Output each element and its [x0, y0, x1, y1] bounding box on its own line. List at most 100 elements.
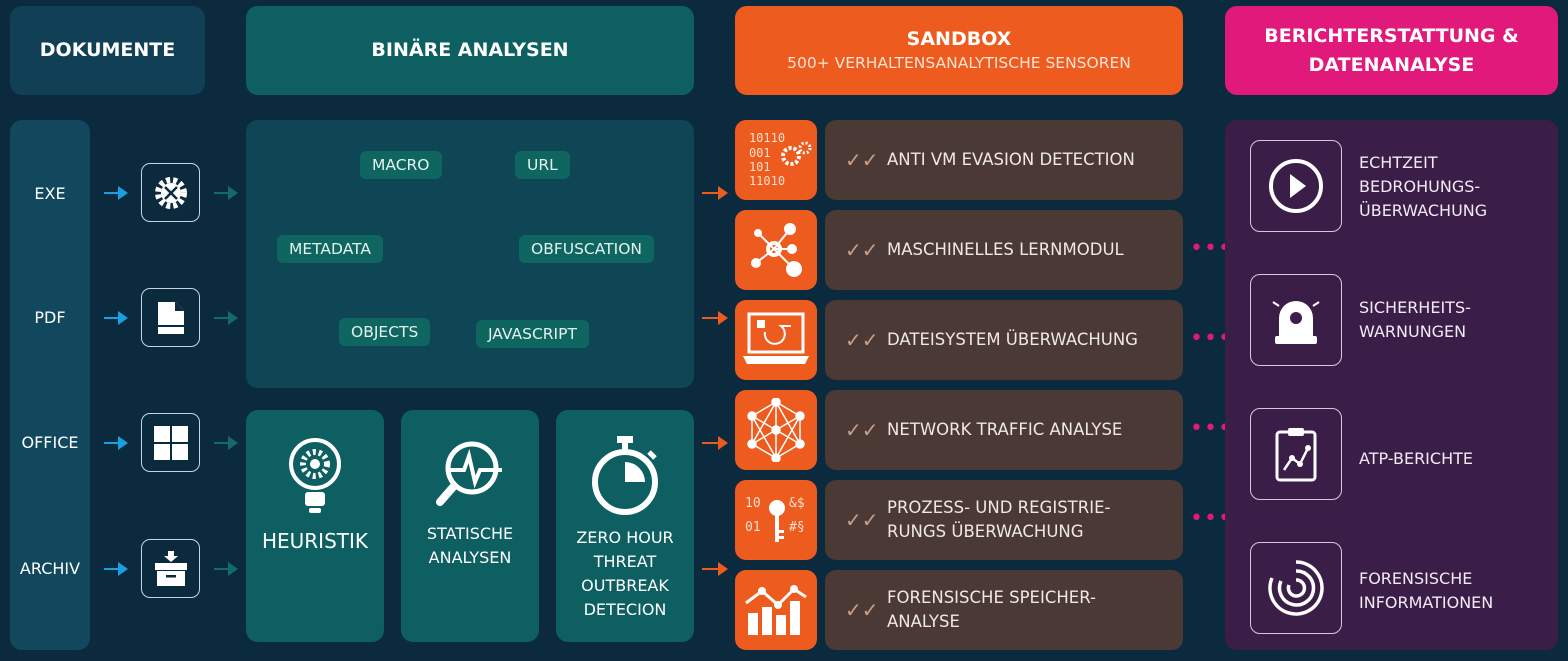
binary-text: 10110 — [748, 131, 786, 146]
reporting-panel — [1225, 120, 1558, 650]
row-label: DATEISYSTEM ÜBERWACHUNG — [887, 330, 1138, 350]
doc-label-archiv: ARCHIV — [19, 559, 81, 578]
row-label: RUNGS ÜBERWACHUNG — [887, 522, 1084, 541]
registry-text: 10 — [745, 496, 761, 511]
registry-text: 01 — [745, 520, 761, 535]
laptop-filesystem-icon — [735, 300, 817, 380]
card-label: ZERO HOUR — [576, 528, 674, 547]
alarm-bell-icon — [1250, 274, 1342, 366]
reporting-item-forensics: FORENSISCHE INFORMATIONEN — [1359, 567, 1493, 615]
reporting-label: ATP-BERICHTE — [1359, 449, 1473, 468]
arrow-icon — [104, 436, 128, 450]
reporting-header-line1: BERICHTERSTATTUNG & — [1264, 25, 1519, 47]
binary-analysis-header: BINÄRE ANALYSEN — [246, 6, 694, 95]
sandbox-row-filesystem: ✓✓ DATEISYSTEM ÜBERWACHUNG — [825, 300, 1183, 380]
dots-connector-icon: ••• — [1190, 236, 1232, 261]
row-label: ANALYSE — [887, 612, 960, 631]
reporting-label: INFORMATIONEN — [1359, 593, 1494, 612]
sandbox-header: SANDBOX 500+ VERHALTENSANALYTISCHE SENSOR… — [735, 6, 1183, 95]
reporting-label: ECHTZEIT — [1359, 153, 1438, 172]
reporting-item-realtime: ECHTZEIT BEDROHUNGS- ÜBERWACHUNG — [1359, 151, 1487, 223]
documents-header: DOKUMENTE — [10, 6, 205, 95]
tag-metadata: METADATA — [277, 235, 383, 263]
card-label: DETECION — [583, 600, 667, 619]
double-check-icon: ✓✓ — [845, 507, 879, 532]
network-mesh-icon — [735, 390, 817, 470]
row-label: ANTI VM EVASION DETECTION — [887, 150, 1135, 170]
row-label: FORENSISCHE SPEICHER- — [887, 588, 1096, 608]
documents-panel — [10, 120, 90, 650]
stopwatch-icon — [592, 436, 658, 515]
arrow-icon — [702, 311, 728, 325]
reporting-label: BEDROHUNGS- — [1359, 177, 1481, 196]
registry-key-icon: 10 &$ 01 #§ — [735, 480, 817, 560]
arrow-icon — [214, 186, 238, 200]
heuristik-card: HEURISTIK — [246, 410, 384, 642]
card-label: HEURISTIK — [261, 529, 369, 553]
doc-label-office: OFFICE — [21, 433, 79, 452]
double-check-icon: ✓✓ — [845, 597, 879, 622]
dots-connector-icon: ••• — [1190, 506, 1232, 531]
arrow-icon — [104, 186, 128, 200]
sandbox-row-memory-forensics: ✓✓ FORENSISCHE SPEICHER- ANALYSE — [825, 570, 1183, 650]
gear-tools-icon — [141, 163, 200, 222]
arrow-icon — [702, 562, 728, 576]
reporting-item-atp: ATP-BERICHTE — [1359, 447, 1473, 471]
sandbox-row-network: ✓✓ NETWORK TRAFFIC ANALYSE — [825, 390, 1183, 470]
sandbox-row-anti-vm: ✓✓ ANTI VM EVASION DETECTION — [825, 120, 1183, 200]
binary-text: 101 — [748, 160, 771, 174]
doc-label-exe: EXE — [34, 184, 66, 203]
reporting-label: WARNUNGEN — [1359, 322, 1467, 341]
reporting-header-line2: DATENANALYSE — [1308, 53, 1475, 76]
double-check-icon: ✓✓ — [845, 417, 879, 442]
binary-text: 11010 — [748, 174, 786, 189]
tag-objects: OBJECTS — [339, 318, 431, 346]
registry-text: #§ — [789, 520, 805, 535]
fingerprint-maze-icon — [1250, 542, 1342, 634]
card-label: STATISCHE — [426, 524, 514, 543]
document-icon — [141, 288, 200, 347]
binary-text: 001 — [748, 145, 771, 160]
archive-box-icon — [141, 539, 200, 598]
registry-text: &$ — [789, 496, 805, 511]
memory-chart-icon — [735, 570, 817, 650]
zero-hour-card: ZERO HOUR THREAT OUTBREAK DETECION — [556, 410, 694, 642]
card-label: ANALYSEN — [428, 548, 512, 567]
arrow-icon — [104, 562, 128, 576]
sandbox-row-process-registry: ✓✓ PROZESS- UND REGISTRIE- RUNGS ÜBERWACHU… — [825, 480, 1183, 560]
tag-javascript: JAVASCRIPT — [476, 320, 589, 348]
row-label: PROZESS- UND REGISTRIE- — [887, 498, 1111, 518]
dots-connector-icon: ••• — [1190, 416, 1232, 441]
lightbulb-gear-icon — [289, 438, 341, 513]
reporting-label: ÜBERWACHUNG — [1359, 201, 1488, 220]
network-nodes-icon — [735, 210, 817, 290]
double-check-icon: ✓✓ — [845, 327, 879, 352]
card-label: OUTBREAK — [581, 576, 669, 595]
arrow-icon — [702, 436, 728, 450]
magnifier-pulse-icon — [436, 441, 502, 506]
tag-obfuscation: OBFUSCATION — [519, 235, 654, 263]
row-label: MASCHINELLES LERNMODUL — [887, 240, 1124, 260]
static-analysis-card: STATISCHE ANALYSEN — [401, 410, 539, 642]
reporting-label: SICHERHEITS- — [1359, 298, 1471, 317]
office-grid-icon — [141, 413, 200, 472]
reporting-item-warnings: SICHERHEITS- WARNUNGEN — [1359, 296, 1471, 344]
arrow-icon — [104, 311, 128, 325]
sandbox-row-machine-learning: ✓✓ MASCHINELLES LERNMODUL — [825, 210, 1183, 290]
reporting-label: FORENSISCHE — [1359, 569, 1473, 588]
card-label: THREAT — [593, 552, 657, 571]
clipboard-chart-icon — [1250, 408, 1342, 500]
reporting-header: BERICHTERSTATTUNG & DATENANALYSE — [1225, 6, 1558, 95]
sandbox-header-label: SANDBOX — [906, 28, 1012, 51]
sandbox-subtitle: 500+ VERHALTENSANALYTISCHE SENSOREN — [787, 53, 1131, 72]
play-icon — [1250, 140, 1342, 232]
binary-header-label: BINÄRE ANALYSEN — [371, 39, 569, 62]
tag-url: URL — [515, 151, 570, 179]
doc-label-pdf: PDF — [34, 308, 66, 327]
arrow-icon — [214, 436, 238, 450]
double-check-icon: ✓✓ — [845, 237, 879, 262]
arrow-icon — [214, 562, 238, 576]
tag-macro: MACRO — [360, 151, 442, 179]
double-check-icon: ✓✓ — [845, 147, 879, 172]
row-label: NETWORK TRAFFIC ANALYSE — [887, 420, 1123, 440]
